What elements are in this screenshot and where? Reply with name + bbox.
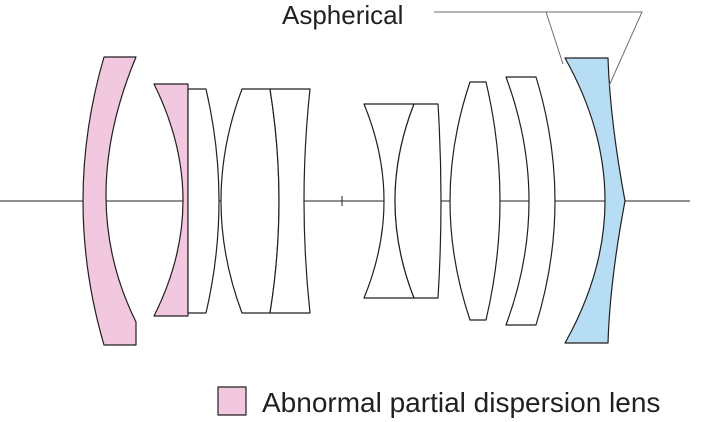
legend-swatch-abnormal-dispersion [217, 386, 247, 416]
lens-element-3 [187, 88, 220, 314]
lens-element-8 [449, 81, 501, 321]
aspherical-leader-line [434, 11, 643, 87]
legend-label-abnormal-dispersion: Abnormal partial dispersion lens [262, 387, 660, 418]
aspherical-label: Aspherical [282, 0, 403, 30]
lens-element-9 [505, 76, 556, 326]
lens-element-7 [394, 103, 442, 299]
lens-element-4 [220, 88, 280, 314]
lens-element-2 [153, 83, 189, 317]
lens-element-1 [82, 56, 137, 346]
lens-element-10-aspherical [564, 57, 626, 344]
lens-element-5 [269, 88, 311, 314]
